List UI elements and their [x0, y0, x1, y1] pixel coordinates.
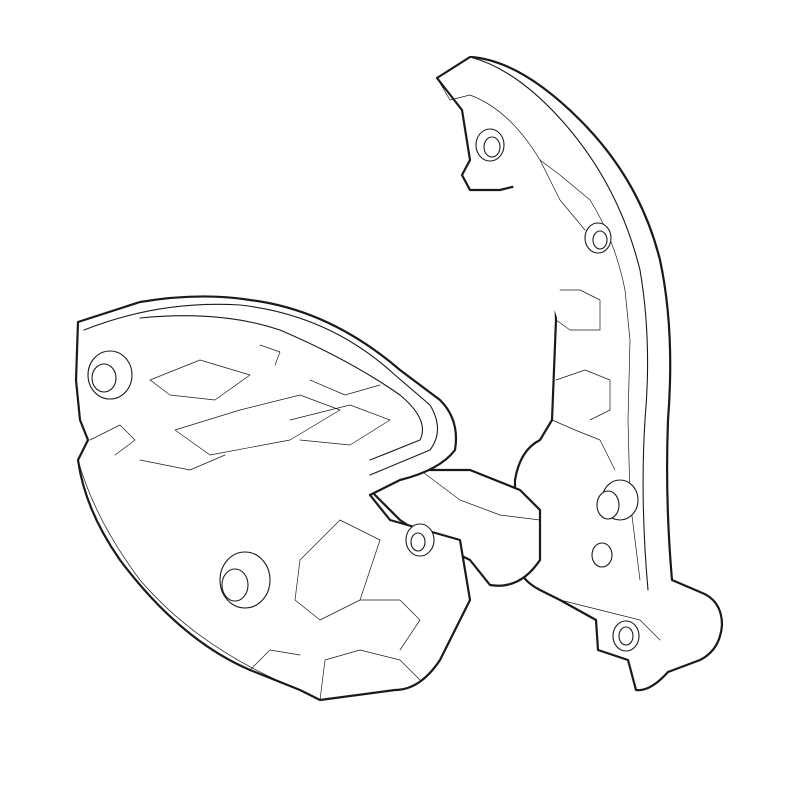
handle-arm: [435, 55, 724, 692]
connecting-neck: [368, 468, 542, 587]
base-body: [74, 295, 472, 702]
